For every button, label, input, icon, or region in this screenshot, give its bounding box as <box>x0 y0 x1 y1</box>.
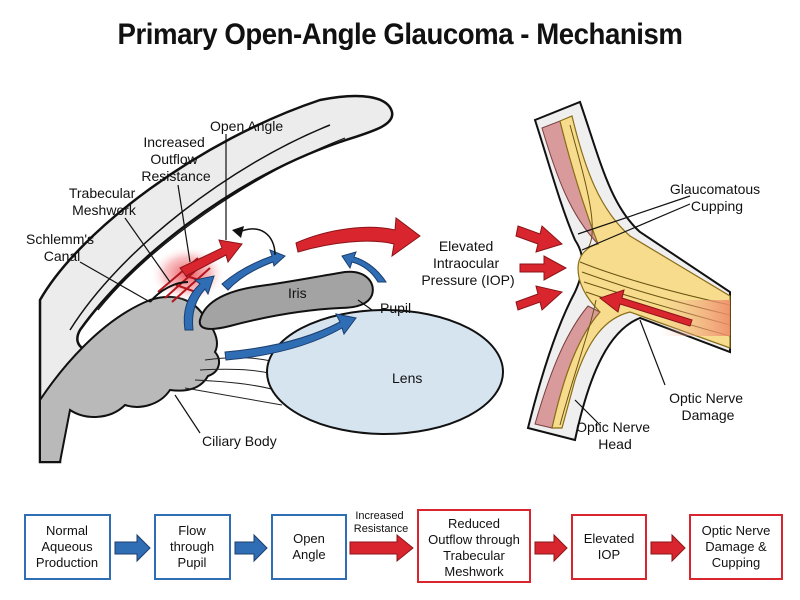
flow-arrow-5 <box>650 533 686 563</box>
label-trabecular-meshwork: Trabecular Meshwork <box>69 185 139 218</box>
outflow-arrow <box>179 239 243 277</box>
lens <box>266 309 504 435</box>
label-lens: Lens <box>392 370 422 386</box>
optic-nerve-illustration <box>515 100 731 442</box>
leader-lines <box>79 134 373 434</box>
label-ciliary-body: Ciliary Body <box>202 433 277 449</box>
label-optic-nerve-head: Optic Nerve Head <box>576 419 654 452</box>
open-angle-arrow <box>236 228 276 256</box>
flow-arrow-2 <box>234 533 268 563</box>
flow-arrow-4 <box>534 533 568 563</box>
label-pupil: Pupil <box>380 300 411 316</box>
schlemms-canal <box>149 281 189 303</box>
flow-arrow-note: Increased Resistance <box>354 510 408 535</box>
nerve-leader-lines <box>574 195 691 426</box>
flow-arrow-1 <box>114 533 151 563</box>
label-open-angle: Open Angle <box>210 118 283 134</box>
ciliary-body <box>39 295 221 463</box>
pressure-arrows <box>515 225 568 311</box>
iris <box>198 270 374 330</box>
elevated-iop-arrow <box>295 217 421 258</box>
damage-arrow <box>598 289 693 327</box>
flow-arrow-3 <box>349 533 414 563</box>
label-optic-nerve-damage: Optic Nerve Damage <box>669 390 747 423</box>
diagram-title: Primary Open-Angle Glaucoma - Mechanism <box>117 18 683 51</box>
label-iris: Iris <box>288 285 307 301</box>
aqueous-flow-arrows <box>183 249 387 361</box>
eye-label-group: Open Angle Increased Outflow Resistance … <box>26 118 515 449</box>
label-increased-outflow-resistance: Increased Outflow Resistance <box>141 134 210 184</box>
label-elevated-iop: Elevated Intraocular Pressure (IOP) <box>421 238 514 288</box>
nerve-label-group: Glaucomatous Cupping Optic Nerve Damage … <box>576 181 764 452</box>
label-schlemms-canal: Schlemm's Canal <box>26 231 98 264</box>
anterior-segment-illustration <box>38 94 504 464</box>
label-glaucomatous-cupping: Glaucomatous Cupping <box>670 181 764 214</box>
